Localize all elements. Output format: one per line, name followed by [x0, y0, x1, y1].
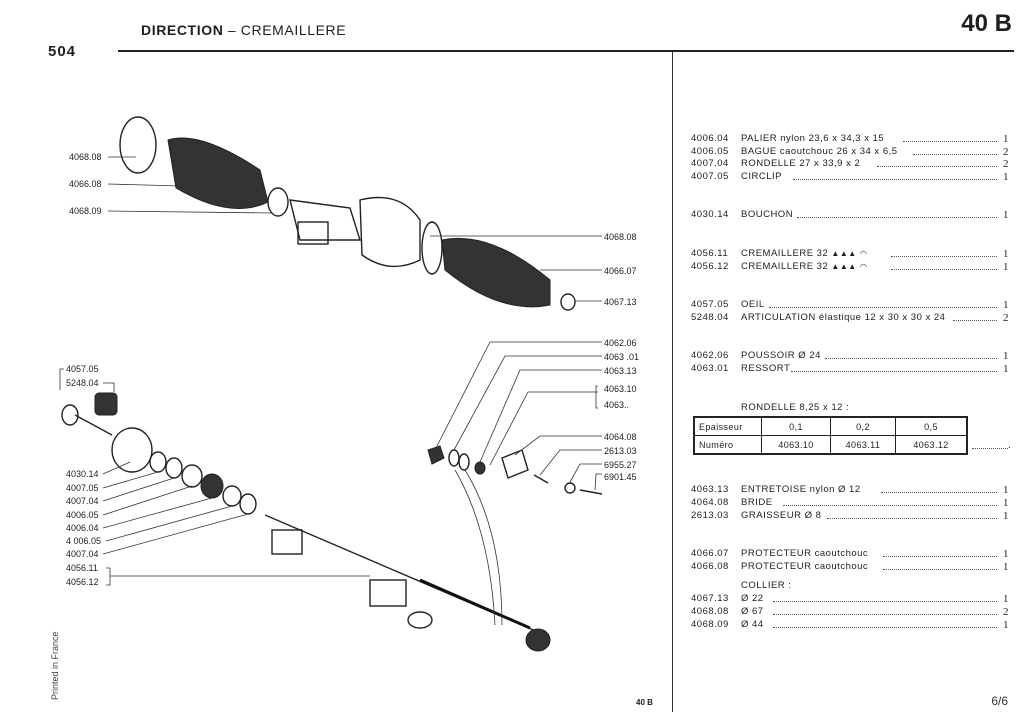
page-number: 6/6 — [991, 694, 1008, 708]
callout-2613-03: 2613.03 — [604, 446, 637, 456]
right-callouts: 4068.08 4066.07 4067.13 4062.06 4063 .01… — [430, 232, 639, 491]
boot-right — [421, 221, 576, 311]
callout-4064-08: 4064.08 — [604, 432, 637, 442]
callout-4057-05: 4057.05 — [66, 364, 99, 374]
rondelle-dot: . — [1008, 440, 1011, 451]
callout-4063-washers: 4063.. — [604, 400, 629, 410]
callout-4030-14: 4030.14 — [66, 469, 99, 479]
table-row: Numéro 4063.10 4063.11 4063.12 — [693, 435, 968, 455]
callout-4007-05: 4007.05 — [66, 483, 99, 493]
rondelle-dots — [972, 438, 1008, 449]
rondelle-table: Epaisseur 0,1 0,2 0,5 Numéro 4063.10 406… — [693, 416, 968, 455]
callout-4066-07: 4066.07 — [604, 266, 637, 276]
callout-4068-08-left: 4068.08 — [69, 152, 102, 162]
callout-4056-12: 4056.12 — [66, 577, 99, 587]
callout-4062-06: 4062.06 — [604, 338, 637, 348]
left-callouts: 4068.08 4066.08 4068.09 4057.05 5248.04 … — [59, 152, 370, 587]
printed-in-france: Printed in France — [50, 631, 60, 700]
callout-6955-27: 6955.27 — [604, 460, 637, 470]
triple-triangle-icon: ▲▲▲ — [831, 262, 857, 271]
column-divider — [672, 52, 673, 712]
rack-housing — [289, 196, 421, 268]
model-logo: 504 — [48, 43, 77, 60]
steering-wheel-icon: ◠ — [859, 262, 868, 271]
collier-heading: COLLIER : — [741, 580, 792, 591]
page-title: DIRECTION – CREMAILLERE — [141, 22, 347, 38]
bottom-code: 40 B — [636, 698, 653, 707]
rack-bar — [264, 514, 551, 652]
callout-4006-05-b: 4 006.05 — [66, 536, 101, 546]
callout-4006-05-a: 4006.05 — [66, 510, 99, 520]
callout-4007-04-b: 4007.04 — [66, 549, 99, 559]
boot-left — [119, 116, 289, 217]
seal-stack — [111, 427, 257, 515]
page-code: 40 B — [961, 10, 1012, 37]
steering-wheel-icon: ◠ — [859, 249, 868, 258]
exploded-diagram: 4068.08 4066.08 4068.09 4057.05 5248.04 … — [59, 116, 639, 652]
callout-4007-04-a: 4007.04 — [66, 496, 99, 506]
callout-4056-11: 4056.11 — [66, 563, 98, 573]
tie-rod-eye — [61, 392, 118, 436]
callout-6901-45: 6901.45 — [604, 472, 637, 482]
callout-4006-04: 4006.04 — [66, 523, 99, 533]
callout-4068-09: 4068.09 — [69, 206, 102, 216]
callout-4063-13: 4063.13 — [604, 366, 637, 376]
callout-4067-13: 4067.13 — [604, 297, 637, 307]
callout-4068-08-right: 4068.08 — [604, 232, 637, 242]
callout-5248-04: 5248.04 — [66, 378, 99, 388]
callout-4063-01: 4063 .01 — [604, 352, 639, 362]
plunger-group — [427, 445, 603, 626]
callout-4066-08: 4066.08 — [69, 179, 102, 189]
rondelle-heading: RONDELLE 8,25 x 12 : — [741, 402, 850, 413]
callout-4063-10: 4063.10 — [604, 384, 637, 394]
triple-triangle-icon: ▲▲▲ — [831, 249, 857, 258]
header-rule — [118, 50, 1014, 52]
table-row: Epaisseur 0,1 0,2 0,5 — [693, 416, 968, 436]
